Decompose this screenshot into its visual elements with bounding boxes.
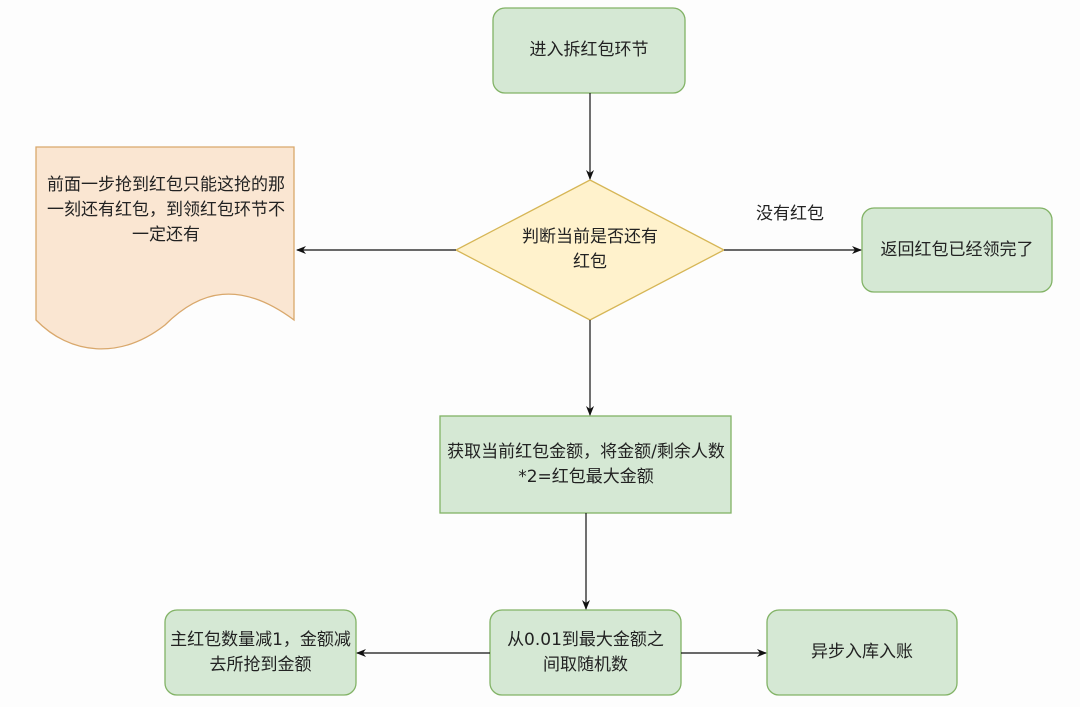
compute-node-label: 获取当前红包金额，将金额/剩余人数*2=红包最大金额 bbox=[447, 441, 725, 487]
start-node-shape bbox=[492, 7, 686, 94]
decision-node-label: 判断当前是否还有红包 bbox=[522, 227, 658, 272]
compute-node-shape bbox=[439, 415, 732, 514]
async-node-shape bbox=[766, 609, 958, 696]
edge-label-no-packet: 没有红包 bbox=[756, 203, 824, 224]
note-document-shape bbox=[35, 146, 295, 350]
decrement-node-label: 主红包数量减1，金额减去所抢到金额 bbox=[170, 629, 351, 675]
async-node-label: 异步入库入账 bbox=[811, 642, 913, 662]
empty-node-shape bbox=[861, 207, 1053, 293]
note-node-label: 前面一步抢到红包只能这抢的那一刻还有红包，到领红包环节不一定还有 bbox=[47, 174, 285, 245]
empty-node-label: 返回红包已经领完了 bbox=[880, 239, 1034, 260]
random-node-label: 从0.01到最大金额之间取随机数 bbox=[507, 629, 664, 675]
start-node-label: 进入拆红包环节 bbox=[529, 40, 649, 60]
